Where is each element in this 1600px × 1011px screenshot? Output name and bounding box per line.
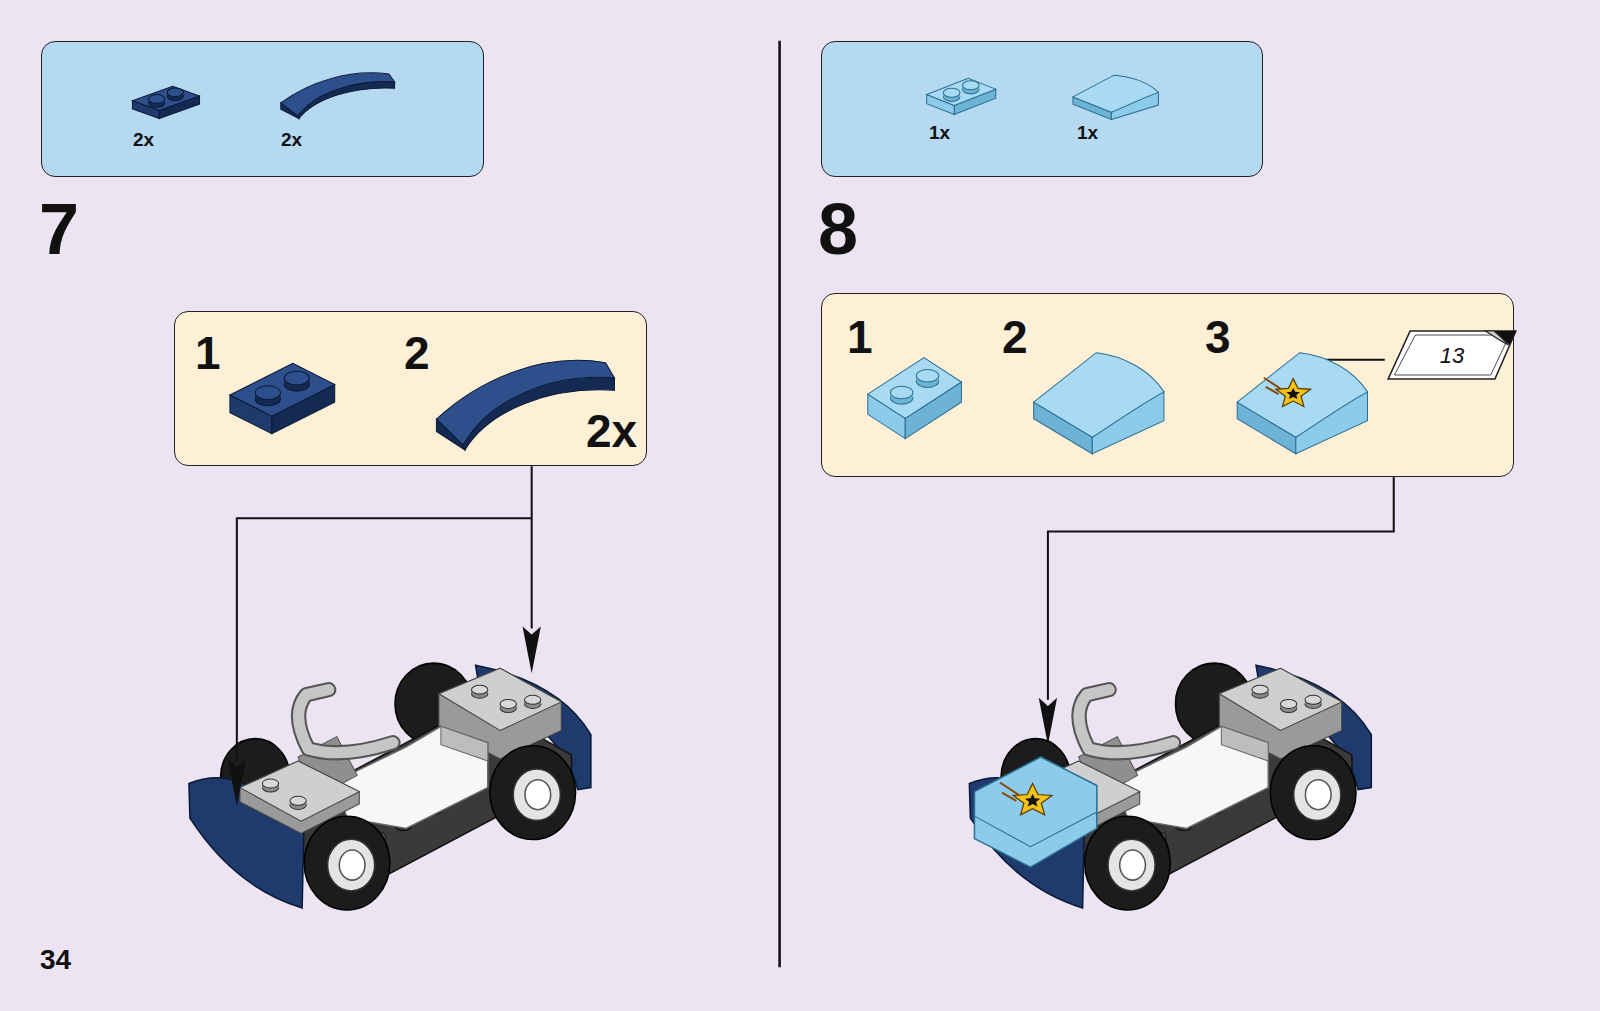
callout-number: 2x [586,408,637,454]
sub-assembly-callout: 12313 [821,293,1514,477]
plate-top [868,358,962,419]
curved-slope-top [281,73,395,116]
stud [943,88,960,97]
steering-wheel [299,690,393,753]
stud [262,779,278,788]
leader-line [1048,476,1394,699]
callout-number: 2 [1002,314,1028,360]
plate-top [230,363,335,416]
rear-block-top [439,668,561,730]
plate-top [132,86,199,110]
hub [1120,850,1146,880]
rear-block-top [1219,668,1341,730]
callout-number: 3 [1205,314,1231,360]
kart-step-8 [969,663,1371,910]
arrowhead [228,759,246,806]
part-quantity: 2x [281,130,302,149]
sticker: 13 [1385,328,1519,382]
star-center [1025,794,1041,807]
cover-edge [974,812,1096,847]
stud [1281,699,1297,708]
stud [1252,685,1268,694]
star [1276,379,1311,407]
parts-box: 2x 2x [41,41,484,177]
callout-number: 2 [404,330,430,376]
hub [1305,780,1331,810]
parts-box: 1x 1x [821,41,1263,177]
sub-assembly-callout: 1 2 2x [174,311,647,466]
stud [525,695,541,704]
sticker-leader [1326,359,1385,361]
part-quantity: 1x [1077,123,1098,142]
stud [472,685,488,694]
rim [1294,769,1341,821]
grille [1221,726,1268,761]
body [1115,726,1268,828]
stud [149,95,165,104]
divider [778,41,781,967]
plate-top [927,78,996,105]
grille [441,726,488,761]
leader-line [531,466,533,628]
page-number: 34 [40,946,71,974]
tire [304,816,390,910]
part-illustration [822,42,1262,176]
kart-step-7 [189,663,591,910]
cover-slope [974,757,1096,867]
arrowhead [523,626,541,673]
tire [1085,816,1171,910]
steering-wheel [1079,690,1173,753]
hub [525,780,551,810]
part-quantity: 2x [133,130,154,149]
tire [490,746,576,840]
star-center [1286,388,1300,399]
sticker-number: 13 [1385,345,1519,367]
stud [167,88,183,97]
rim [328,839,375,891]
rim [1108,839,1155,891]
step-number: 8 [818,193,858,265]
star-trail [1000,782,1018,800]
stud [890,386,912,398]
stud [500,699,516,708]
arrowhead [1039,698,1057,745]
callout-number: 1 [195,330,221,376]
slope-top [1073,75,1158,112]
star [1013,783,1052,814]
stud [1305,695,1321,704]
steering-wheel-outline [1079,690,1173,753]
stud [290,796,306,805]
stud [916,370,938,382]
callout-number: 1 [847,314,873,360]
part-illustration [822,294,1513,476]
front-plate-top [240,761,359,821]
hub [339,850,365,880]
part-illustration [42,42,483,176]
stud [962,81,979,90]
sticker-peel [1486,331,1509,345]
slope-top [1034,353,1164,438]
body [335,726,488,828]
stud [255,386,280,400]
star-trail [1264,378,1280,394]
slope-top [1237,353,1367,438]
part-quantity: 1x [929,123,950,142]
steering-wheel-outline [299,690,393,753]
rim [513,769,560,821]
leader-line [237,518,532,761]
stud [284,371,309,385]
step-number: 7 [39,193,79,265]
tire [1270,746,1356,840]
